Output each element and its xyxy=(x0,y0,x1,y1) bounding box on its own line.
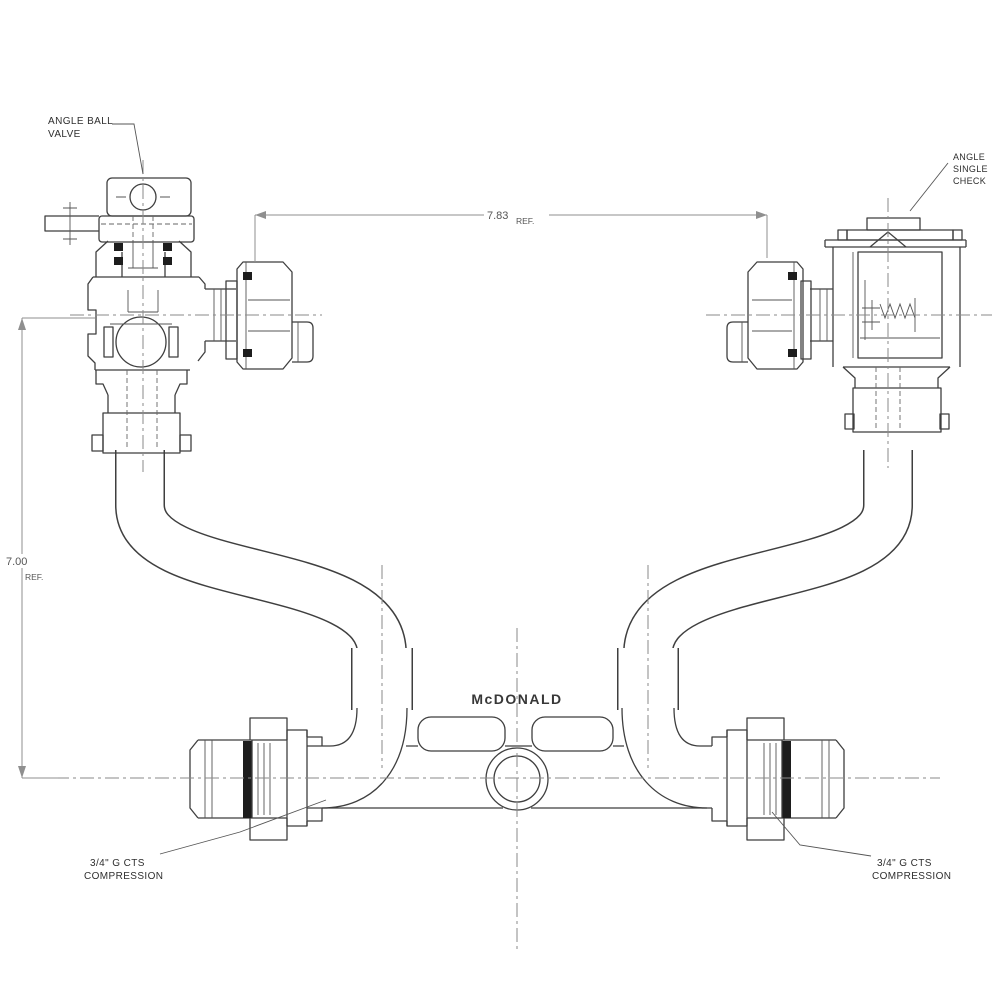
leader-angle-ball-valve xyxy=(112,123,144,175)
ball xyxy=(115,316,167,368)
check-spring xyxy=(879,302,916,320)
valve-tailpiece xyxy=(91,370,192,454)
right-elbow-outer-curve xyxy=(621,707,712,809)
leader-compression-left xyxy=(159,799,327,855)
callouts: ANGLE BALL VALVE ANGLE SINGLE CHECK 3/4"… xyxy=(48,116,988,882)
dim-width-ref: REF. xyxy=(516,216,534,226)
riser-pipes xyxy=(115,450,913,710)
valve-handle xyxy=(44,202,99,245)
angle-single-check-valve xyxy=(726,217,967,433)
meter-nut-right xyxy=(726,261,833,370)
label-compression-left-1: 3/4" G CTS xyxy=(90,858,145,869)
leader-compression-right xyxy=(771,811,872,857)
label-angle-ball-valve-1: ANGLE BALL xyxy=(48,116,113,127)
leader-angle-single-check xyxy=(909,162,949,212)
label-angle-single-check-2: SINGLE xyxy=(953,164,988,174)
dim-height-ref: REF. xyxy=(25,572,43,582)
dimensions: 7.83 REF. 7.00 REF. xyxy=(4,210,768,779)
left-elbow-outer-curve xyxy=(307,707,408,809)
label-angle-single-check-3: CHECK xyxy=(953,176,986,186)
right-elbow-inner-curve xyxy=(673,707,712,747)
left-elbow-inner-curve xyxy=(307,707,358,747)
compression-fitting-right xyxy=(711,717,845,841)
label-compression-left-2: COMPRESSION xyxy=(84,871,163,882)
bridge-pad-left xyxy=(417,716,506,752)
dim-line-height xyxy=(21,317,95,779)
brand-text: McDONALD xyxy=(471,691,562,707)
meter-nut-left xyxy=(205,261,314,370)
angle-ball-valve xyxy=(44,177,314,454)
centerlines xyxy=(55,160,992,952)
bridge-pad-right xyxy=(531,716,614,752)
check-cap xyxy=(824,217,967,248)
label-compression-right-2: COMPRESSION xyxy=(872,871,951,882)
check-tailpiece xyxy=(842,366,951,433)
label-angle-single-check-1: ANGLE xyxy=(953,152,985,162)
label-angle-ball-valve-2: VALVE xyxy=(48,129,81,140)
compression-fitting-left xyxy=(189,717,323,841)
dim-width-value: 7.83 xyxy=(487,210,508,222)
label-compression-right-1: 3/4" G CTS xyxy=(877,858,932,869)
dim-height-value: 7.00 xyxy=(6,556,27,568)
